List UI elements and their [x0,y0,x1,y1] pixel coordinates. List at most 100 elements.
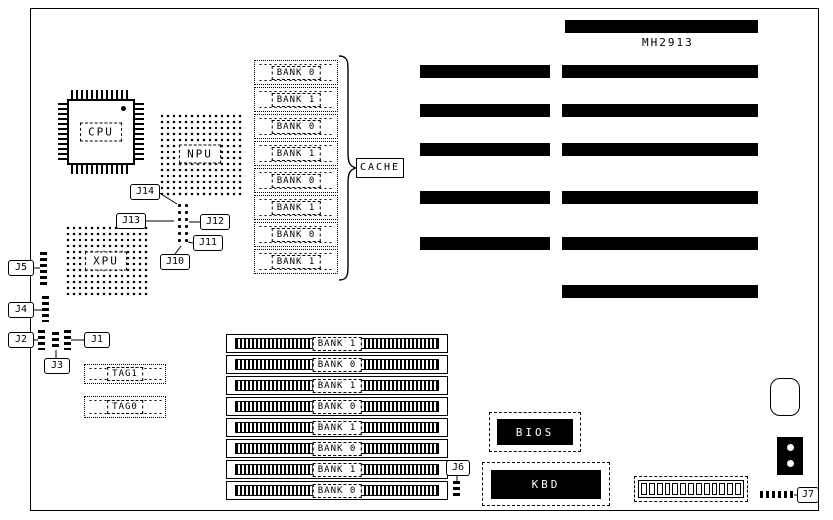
board-model-label: MH2913 [642,36,694,49]
board-outline [30,8,819,511]
jumper-label-j6: J6 [446,460,470,476]
cache-bank-column: BANK 0 BANK 1 BANK 0 BANK 1 BANK 0 BANK … [254,60,338,274]
jumper-pins-j1 [64,330,71,350]
expansion-slot [562,65,758,78]
jumper-pins-j2 [38,330,45,350]
jumper-pins-j3 [52,332,59,350]
cache-bank: BANK 1 [254,141,338,166]
expansion-slot [420,237,550,250]
jumper-label-j7: J7 [797,487,819,503]
power-pin [664,483,671,495]
din-hole [787,444,794,451]
cache-bank: BANK 0 [254,222,338,247]
cache-bank-label: BANK 1 [271,200,321,215]
bios-chip: BIOS [497,419,573,445]
din-hole [787,460,794,467]
cache-bank: BANK 0 [254,114,338,139]
cpu-pin1-dot [121,106,126,111]
jumper-label-j13: J13 [116,213,146,229]
jumper-label-j14: J14 [130,184,160,200]
cache-bank-label: BANK 0 [271,65,321,80]
cpu-pins-left [58,103,67,161]
xpu-chip: XPU [64,224,148,298]
simm-bank-label: BANK 1 [312,462,362,477]
expansion-slot [562,191,758,204]
jumper-label-j5: J5 [8,260,34,276]
simm-socket: BANK 1 [226,418,448,437]
bios-socket: BIOS [489,412,581,452]
cpu-chip: CPU [58,90,144,174]
power-pin [656,483,663,495]
power-pin [719,483,726,495]
simm-bank-label: BANK 0 [312,483,362,498]
power-pin [648,483,655,495]
jumper-label-j3: J3 [44,358,70,374]
simm-bank-label: BANK 1 [312,420,362,435]
simm-socket: BANK 0 [226,397,448,416]
expansion-slot [562,143,758,156]
power-pin [735,483,741,495]
jumper-label-j12: J12 [200,214,230,230]
jumper-label-j1: J1 [84,332,110,348]
jumper-label-j4: J4 [8,302,34,318]
jumper-label-j11: J11 [193,235,223,251]
cpu-label: CPU [80,122,122,142]
jumper-label-j2: J2 [8,332,34,348]
tag0-socket: TAG0 [84,396,166,418]
simm-bank-label: BANK 0 [312,399,362,414]
power-connector-pins [638,480,744,498]
cpu-pins-right [135,103,144,161]
expansion-slot [565,20,758,33]
simm-socket: BANK 1 [226,334,448,353]
tag1-label: TAG1 [107,367,143,381]
simm-socket: BANK 0 [226,439,448,458]
jumper-pins-j5 [40,252,47,288]
power-pin [727,483,734,495]
simm-bank-label: BANK 0 [312,441,362,456]
expansion-slot [420,65,550,78]
simm-bank-label: BANK 1 [312,336,362,351]
expansion-slot [562,237,758,250]
battery-outline [770,378,800,416]
simm-socket: BANK 0 [226,481,448,500]
power-pin [680,483,687,495]
simm-socket: BANK 0 [226,355,448,374]
jumper-pin-header-j10-j14 [174,200,189,246]
cpu-body: CPU [67,99,135,165]
cache-bank: BANK 1 [254,87,338,112]
jumper-pins-j6 [453,481,460,497]
cache-bank: BANK 0 [254,60,338,85]
power-pin [641,483,647,495]
cache-bank-label: BANK 1 [271,146,321,161]
cache-bank-label: BANK 0 [271,119,321,134]
cache-group-label: CACHE [356,158,404,178]
power-pin [703,483,710,495]
jumper-label-j10: J10 [160,254,190,270]
simm-socket-column: BANK 1 BANK 0 BANK 1 BANK 0 BANK 1 BANK … [226,334,448,500]
jumper-pins-j7 [760,491,794,498]
simm-socket: BANK 1 [226,460,448,479]
cache-bank: BANK 1 [254,195,338,220]
tag0-label: TAG0 [107,400,143,414]
keyboard-din-connector [777,437,803,475]
cpu-pins-top [71,90,131,99]
power-pin [688,483,694,495]
power-pin [672,483,679,495]
cache-bank-label: BANK 0 [271,173,321,188]
simm-socket: BANK 1 [226,376,448,395]
cache-bank: BANK 0 [254,168,338,193]
expansion-slot [420,104,550,117]
cpu-pins-bottom [71,165,131,174]
simm-bank-label: BANK 0 [312,357,362,372]
power-pin [711,483,718,495]
expansion-slot [420,143,550,156]
cache-bank-label: BANK 0 [271,227,321,242]
power-pin [695,483,702,495]
kbd-socket: KBD [482,462,610,506]
npu-label: NPU [179,144,221,164]
simm-bank-label: BANK 1 [312,378,362,393]
npu-chip: NPU [158,112,242,196]
cache-bank: BANK 1 [254,249,338,274]
cache-bank-label: BANK 1 [271,254,321,269]
